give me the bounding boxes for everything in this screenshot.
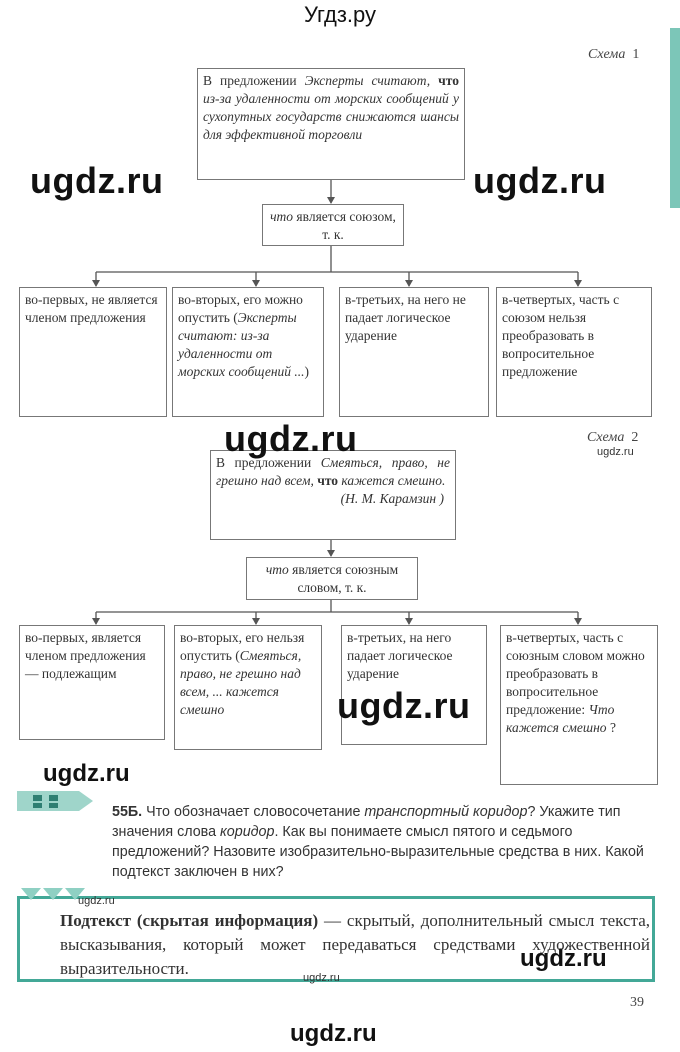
watermark: ugdz.ru (43, 760, 130, 787)
watermark: ugdz.ru (303, 972, 340, 984)
scheme2-label: Схема 2 (587, 430, 639, 445)
scheme2-source: (Н. М. Карамзин ) (340, 491, 444, 506)
task-icon (17, 791, 93, 811)
definition-text: Подтекст (скрытая информация) — скрытый,… (60, 911, 650, 978)
watermark: ugdz.ru (290, 1020, 377, 1047)
definition-ribbon (21, 888, 85, 900)
task-55b: 55Б. Что обозначает словосочетание транс… (112, 804, 644, 880)
scheme1-sentence-box: В предложении Эксперты считают, что из-з… (197, 68, 465, 180)
watermark: ugdz.ru (473, 160, 607, 201)
scheme2-branch-4: в-четвертых, часть с союзным словом можн… (500, 625, 658, 785)
scheme2-branch-1: во-первых, является членом предложения —… (19, 625, 165, 740)
watermark: ugdz.ru (520, 945, 607, 972)
scheme1-label: Схема 1 (588, 47, 640, 62)
scheme1-branch-3: в-третьих, на него не падает логическое … (339, 287, 489, 417)
watermark: ugdz.ru (337, 685, 471, 726)
scheme1-branch-2: во-вторых, его можно опустить (Эксперты … (172, 287, 324, 417)
watermark: ugdz.ru (30, 160, 164, 201)
side-tab (670, 28, 680, 208)
watermark: ugdz.ru (597, 446, 634, 458)
scheme2-branch-3: в-третьих, на него падает логическое уда… (341, 625, 487, 745)
scheme1-branch-4: в-четвертых, часть с союзом нельзя преоб… (496, 287, 652, 417)
scheme1-conclusion-box: что является союзом, т. к. (262, 204, 404, 246)
scheme2-conclusion-box: что является союзным словом, т. к. (246, 557, 418, 600)
site-title: Угдз.ру (303, 2, 377, 27)
definition-box (17, 896, 655, 982)
watermark: ugdz.ru (224, 418, 358, 459)
scheme2-branch-2: во-вторых, его нельзя опустить (Смеяться… (174, 625, 322, 750)
page-number: 39 (630, 995, 644, 1010)
scheme1-branch-1: во-первых, не является членом предложени… (19, 287, 167, 417)
scheme2-sentence-box: В предложении Смеяться, право, не грешно… (210, 450, 456, 540)
watermark: ugdz.ru (78, 895, 115, 907)
